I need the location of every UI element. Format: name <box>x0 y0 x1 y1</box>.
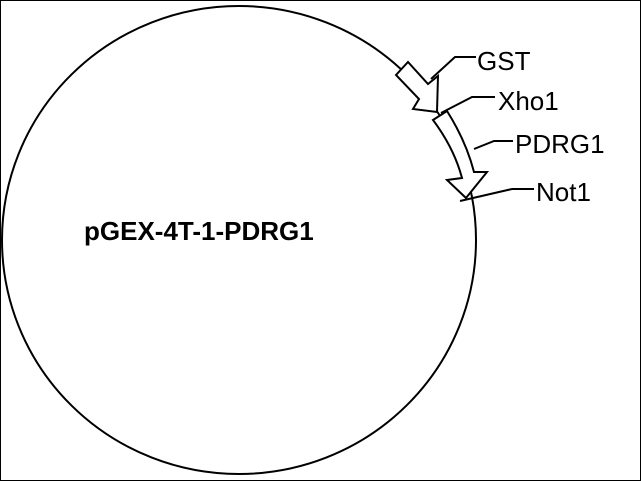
not1-label: Not1 <box>536 177 591 207</box>
pdrg1-label: PDRG1 <box>515 129 605 159</box>
gst-leader-line <box>430 56 476 80</box>
pdrg1-arrow <box>431 109 490 200</box>
gst-label: GST <box>477 46 531 76</box>
plasmid-backbone <box>1 5 477 475</box>
pdrg1-leader-line <box>473 140 513 150</box>
xho1-leader-line <box>440 96 495 114</box>
plasmid-name: pGEX-4T-1-PDRG1 <box>84 216 314 246</box>
not1-leader-line <box>459 188 534 202</box>
xho1-label: Xho1 <box>498 86 559 116</box>
gst-arrow <box>394 60 440 114</box>
